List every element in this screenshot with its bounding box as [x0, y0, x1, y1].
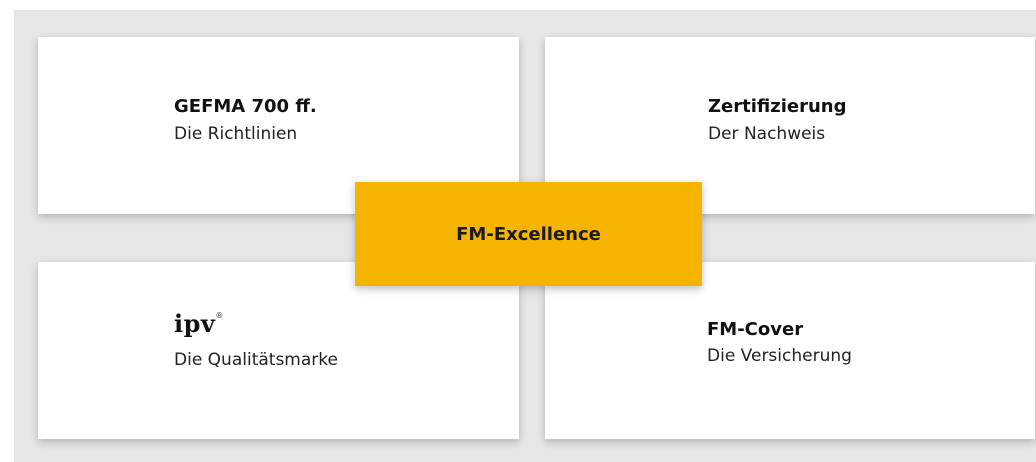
- card-title: Zertifizierung: [708, 96, 847, 117]
- ipv-logo-text: ipv: [174, 309, 216, 338]
- card-subtitle: Die Richtlinien: [174, 124, 298, 144]
- center-fm-excellence[interactable]: FM-Excellence: [355, 182, 702, 286]
- center-label: FM-Excellence: [456, 223, 601, 245]
- registered-mark: ®: [215, 311, 224, 320]
- card-title: GEFMA 700 ff.: [174, 96, 317, 117]
- card-subtitle: Der Nachweis: [708, 124, 826, 144]
- card-ipv[interactable]: ipv® Die Qualitätsmarke: [38, 262, 519, 439]
- card-subtitle: Die Versicherung: [707, 346, 852, 366]
- ipv-logo: ipv®: [174, 309, 223, 338]
- card-title: FM-Cover: [707, 319, 804, 340]
- card-fm-cover[interactable]: FM-Cover Die Versicherung: [545, 262, 1035, 439]
- card-subtitle: Die Qualitätsmarke: [174, 350, 338, 370]
